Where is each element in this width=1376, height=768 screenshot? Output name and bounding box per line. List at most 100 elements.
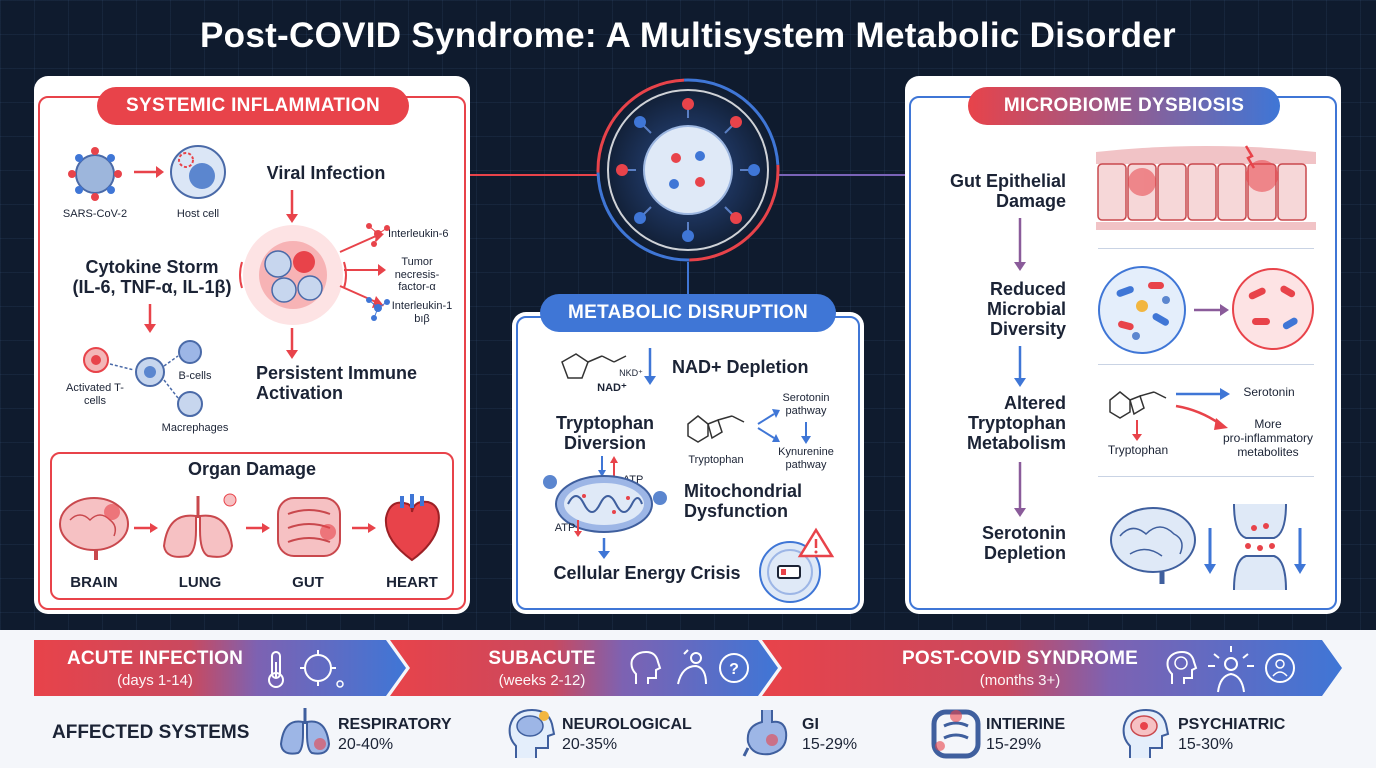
microbiome-dysbiosis-header: MICROBIOME DYSBIOSIS [968,87,1280,125]
tryptophan-molecule-icon [687,415,745,443]
stomach-icon [742,710,788,757]
reduced-diversity-label: Reduced Microbial Diversity [946,279,1066,339]
host-cell-icon [170,145,226,199]
mito-line1: Mitochondrial [684,481,802,501]
timeline-bar [34,640,1342,696]
tnf-alpha-label: Tumor necresis-factor-α [394,256,440,294]
head-psych-icon [1122,708,1170,758]
brain-icon [59,497,129,560]
arrow-icon [134,166,164,178]
connector-lines [470,174,905,300]
system-respiratory-name: RESPIRATORY [338,716,452,733]
central-virus-icon [596,78,780,262]
right-serotonin-label: Serotonin [1243,385,1295,399]
organ-damage-label: Organ Damage [187,459,317,479]
microbiome-diverse-icon [1098,266,1186,354]
cellular-energy-crisis-label: Cellular Energy Crisis [553,563,741,583]
interleukin-1-icon [366,297,390,321]
nad-molecule-label: NAD⁺ [597,382,627,394]
serotonin-depletion-label: Serotonin Depletion [946,523,1066,564]
altered-line1: Altered [1003,393,1066,413]
system-intierine-name: INTIERINE [986,716,1066,733]
viral-infection-label: Viral Infection [266,163,386,183]
pathway-arrows-icon [757,409,811,444]
right-arrow-icon [1194,304,1229,316]
lungs-icon [279,708,331,755]
down-arrow-icon [644,348,656,385]
system-gi-value: 15-29% [802,736,858,753]
more-line2: pro-inflammatory [1222,430,1314,445]
nad-molecule-icon [561,353,627,379]
divider-line [1098,476,1314,477]
gut-epithelium-icon [1096,145,1316,230]
system-psychiatric-value: 15-30% [1178,736,1234,753]
down-arrow-icon [598,538,610,559]
affected-systems-label: AFFECTED SYSTEMS [52,722,250,743]
reduced-line3: Diversity [989,318,1066,339]
tryptophan-label: Tryptophan [688,454,744,466]
nkd-label: NKD⁺ [619,368,643,378]
altered-line2: Tryptophan [968,412,1066,433]
metabolic-disruption-header: METABOLIC DISRUPTION [540,294,836,332]
microbiome-reduced-icon [1232,268,1314,350]
synapse-icon [1204,503,1306,591]
mito-line2: Dysfunction [684,500,789,521]
organ-lung-label: LUNG [178,574,222,591]
system-psychiatric-name: PSYCHIATRIC [1178,716,1286,733]
cytokine-storm-line1: Cytokine Storm [85,257,219,277]
stage-post-covid: POST-COVID SYNDROME (months 3+) [880,648,1160,689]
serotonin-pathway-label: Serotonin pathway [782,392,830,417]
mitochondrial-dysfunction-label: Mitochondrial Dysfunction [684,481,824,522]
stage-post-covid-sub: (months 3+) [979,672,1061,689]
thermometer-icon [268,651,284,688]
down-arrow-icon [1132,420,1142,441]
bcells-label: B-cells [178,370,212,382]
cytokine-storm-label: Cytokine Storm (IL-6, TNF-α, IL-1β) [62,257,242,298]
interleukin-6-icon [366,223,390,247]
organ-gut-label: GUT [292,574,324,591]
organ-heart-label: HEART [386,574,438,591]
down-arrow-icon [1014,462,1026,517]
sars-cov-2-icon [68,147,122,201]
altered-line3: Metabolism [966,432,1066,453]
down-arrow-icon [286,328,298,359]
page-title: Post-COVID Syndrome: A Multisystem Metab… [200,16,1176,55]
intestine-icon [931,709,981,759]
reduced-line1: Reduced [989,279,1066,299]
organ-brain-label: BRAIN [70,574,118,591]
nad-depletion-label: NAD+ Depletion [672,357,809,377]
stage-acute-title: ACUTE INFECTION [66,648,244,669]
system-intierine-value: 15-29% [986,736,1042,753]
tryptophan-diversion-line2: Diversion [563,432,647,453]
stage-subacute-title: SUBACUTE [488,648,596,669]
lung-icon [162,493,237,558]
systemic-inflammation-header: SYSTEMIC INFLAMMATION [97,87,409,125]
fatigued-person-icon [677,649,707,685]
svg-text:?: ? [729,661,739,678]
gut-line1: Gut Epithelial [949,171,1066,191]
head-brain-icon [508,708,556,758]
atp-arrows-icon [598,456,618,477]
person-radiating-icon [1208,646,1254,693]
serotonin-dep-line2: Depletion [983,542,1066,563]
atp-down-label: ATP [554,522,576,534]
kynurenine-pathway-label: Kynurenine pathway [778,446,834,471]
gut-epithelial-label: Gut Epithelial Damage [926,171,1066,212]
sars-label: SARS-CoV-2 [62,208,128,220]
pro-inflammatory-label: More pro-inflammatory metabolites [1212,417,1324,459]
head-brain-icon [1166,650,1198,684]
stage-post-covid-title: POST-COVID SYNDROME [901,648,1139,669]
down-arrow-icon [1014,346,1026,387]
cytokine-storm-line2: (IL-6, TNF-α, IL-1β) [72,276,232,297]
serotonin-dep-line1: Serotonin [982,523,1066,543]
stage-acute-sub: (days 1-14) [117,672,193,689]
divider-line [1098,364,1314,365]
interleukin-1-label: Interleukin-1 bıβ [391,300,453,325]
system-respiratory-value: 20-40% [338,736,394,753]
person-cycle-icon [1265,653,1295,683]
branch-arrows-icon [1175,388,1230,430]
head-speaking-icon [630,650,662,684]
organ-arrows [134,523,376,533]
down-arrow-icon [286,190,298,223]
macrophages-label: Macrephages [161,422,229,434]
